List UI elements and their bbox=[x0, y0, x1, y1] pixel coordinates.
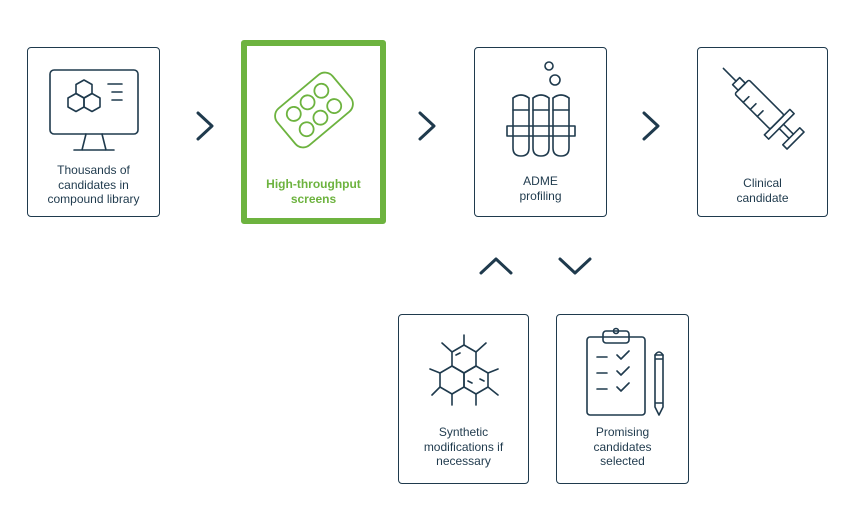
chevron-right-icon bbox=[196, 111, 214, 141]
blister-pack-icon bbox=[247, 60, 380, 160]
step-label: ADME profiling bbox=[519, 174, 562, 203]
step-clinical-candidate: Clinical candidate bbox=[697, 47, 828, 217]
chevron-up-icon bbox=[479, 257, 513, 275]
monitor-hexagons-icon bbox=[28, 66, 159, 156]
step-label: Thousands of candidates in compound libr… bbox=[47, 163, 140, 206]
step-promising-candidates: Promising candidates selected bbox=[556, 314, 689, 484]
step-compound-library: Thousands of candidates in compound libr… bbox=[27, 47, 160, 217]
step-label: High-throughput screens bbox=[266, 177, 361, 206]
chevron-right-icon bbox=[418, 111, 436, 141]
chevron-down-icon bbox=[558, 257, 592, 275]
test-tubes-icon bbox=[475, 58, 606, 162]
clipboard-checklist-icon bbox=[557, 325, 688, 421]
step-adme-profiling: ADME profiling bbox=[474, 47, 607, 217]
step-synthetic-modifications: Synthetic modifications if necessary bbox=[398, 314, 529, 484]
step-label: Synthetic modifications if necessary bbox=[423, 425, 504, 468]
step-label: Promising candidates selected bbox=[593, 425, 652, 468]
step-label: Clinical candidate bbox=[736, 176, 789, 205]
syringe-icon bbox=[698, 56, 827, 160]
molecule-icon bbox=[399, 323, 528, 423]
step-high-throughput-screens: High-throughput screens bbox=[241, 40, 386, 224]
chevron-right-icon bbox=[642, 111, 660, 141]
